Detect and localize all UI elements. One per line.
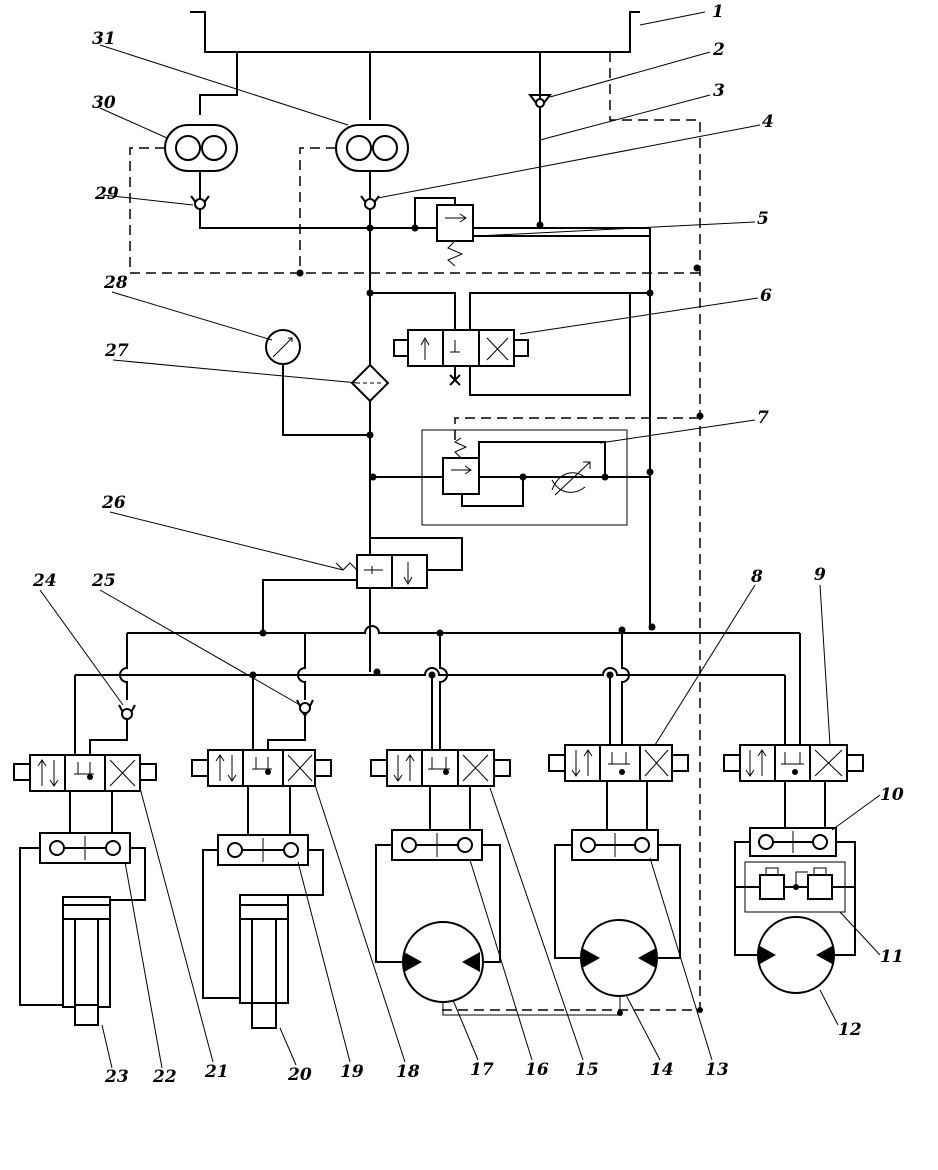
- component-labels: 1 2 3 4 5 6 7 8 9 10 11 12 13 14 15 16 1…: [32, 2, 904, 1087]
- pilot-line-pump-30: [129, 147, 700, 274]
- label-6: 6: [760, 286, 772, 306]
- label-8: 8: [750, 567, 763, 587]
- check-valve-2: [527, 94, 553, 110]
- label-23: 23: [104, 1067, 129, 1087]
- label-11: 11: [880, 947, 904, 967]
- label-24: 24: [32, 571, 57, 591]
- label-12: 12: [838, 1020, 862, 1040]
- hydraulic-lock-22: [39, 832, 131, 864]
- directional-valve-21: [13, 754, 157, 792]
- junction-dots: [249, 221, 704, 679]
- label-14: 14: [650, 1060, 674, 1080]
- label-19: 19: [340, 1062, 364, 1082]
- drain-line-3: [440, 52, 701, 1011]
- label-28: 28: [103, 273, 128, 293]
- pump-31: [335, 124, 409, 172]
- header-line-upper: [127, 625, 800, 634]
- label-1: 1: [712, 2, 724, 22]
- relief-valve-5: [414, 197, 650, 267]
- check-valve-29: [190, 195, 210, 210]
- pressure-gauge-28: [265, 329, 301, 365]
- valve-26: [262, 537, 463, 672]
- brake-valve-11: [735, 861, 855, 913]
- hydraulic-motor-12: [734, 841, 856, 994]
- leader-lines: [39, 11, 881, 1069]
- pressure-header: [199, 171, 650, 229]
- label-3: 3: [713, 81, 725, 101]
- label-17: 17: [470, 1060, 494, 1080]
- check-valve-24: [118, 704, 136, 723]
- label-26: 26: [101, 493, 126, 513]
- flow-control-valve-7: [370, 417, 700, 526]
- pilot-line-pump-31: [299, 147, 336, 273]
- label-9: 9: [814, 565, 826, 585]
- directional-valve-9: [723, 744, 864, 782]
- tank-1: [190, 11, 640, 53]
- header-line-lower: [75, 667, 785, 676]
- hydraulic-lock-13: [571, 829, 659, 861]
- directional-valve-15: [370, 749, 511, 787]
- label-20: 20: [287, 1065, 312, 1085]
- cylinder-20: [202, 849, 324, 1029]
- label-16: 16: [525, 1060, 549, 1080]
- label-5: 5: [757, 209, 769, 229]
- directional-valve-6: [370, 292, 650, 396]
- label-31: 31: [92, 29, 116, 49]
- check-valve-4: [360, 195, 380, 210]
- label-27: 27: [104, 341, 129, 361]
- label-13: 13: [705, 1060, 729, 1080]
- hydraulic-lock-16: [391, 829, 483, 861]
- label-25: 25: [91, 571, 116, 591]
- label-2: 2: [712, 40, 725, 60]
- label-22: 22: [152, 1067, 177, 1087]
- hydraulic-motor-14: [554, 844, 681, 997]
- directional-valve-8: [548, 744, 689, 782]
- hydraulic-lock-19: [217, 834, 309, 866]
- hydraulic-motor-17: [375, 844, 501, 1003]
- label-15: 15: [575, 1060, 599, 1080]
- label-29: 29: [94, 184, 119, 204]
- check-valve-25: [296, 699, 314, 719]
- cylinder-23: [19, 847, 146, 1026]
- suction-line-30: [199, 52, 238, 115]
- label-30: 30: [92, 93, 116, 113]
- directional-valve-18: [191, 749, 332, 787]
- label-4: 4: [762, 112, 774, 132]
- pump-30: [164, 124, 238, 172]
- label-7: 7: [757, 408, 769, 428]
- label-10: 10: [880, 785, 904, 805]
- label-18: 18: [396, 1062, 420, 1082]
- label-21: 21: [204, 1062, 229, 1082]
- hydraulic-lock-10: [749, 827, 837, 857]
